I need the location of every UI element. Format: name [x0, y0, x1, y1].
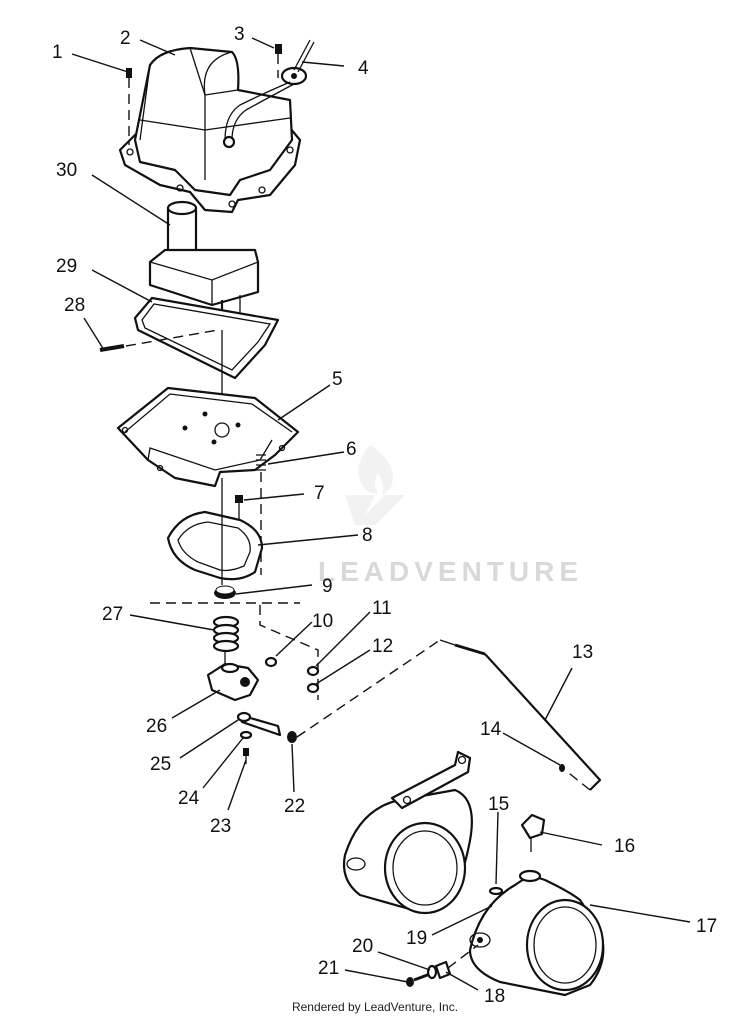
callout-6: 6: [346, 439, 357, 460]
callout-14: 14: [480, 719, 502, 740]
callout-22: 22: [284, 796, 305, 817]
part-10-nut: [264, 656, 278, 668]
throttle-body-alt: [342, 750, 473, 915]
callout-23: 23: [210, 816, 231, 837]
part-30-actuator: [148, 200, 260, 330]
part-25-arm: [236, 711, 282, 737]
callout-8: 8: [362, 525, 373, 546]
part-27-spring: [212, 615, 240, 653]
part-20-washer: [426, 964, 438, 980]
callout-2: 2: [120, 28, 131, 49]
part-29-gasket: [133, 296, 280, 395]
callout-13: 13: [572, 642, 593, 663]
part-7-screw: [235, 495, 243, 520]
part-8-gasket: [166, 478, 264, 585]
callout-4: 4: [358, 58, 369, 79]
part-24-washer: [239, 730, 253, 740]
part-21-screw: [406, 972, 431, 987]
callout-10: 10: [312, 611, 333, 632]
callout-26: 26: [146, 716, 167, 737]
part-13-rod: [296, 639, 602, 791]
callout-21: 21: [318, 958, 339, 979]
callout-12: 12: [372, 636, 393, 657]
callout-7: 7: [314, 483, 325, 504]
part-3-screw: [275, 44, 282, 78]
part-12-nut: [306, 682, 320, 694]
callout-20: 20: [352, 936, 373, 957]
part-2-cover: [118, 46, 302, 214]
callout-25: 25: [150, 754, 171, 775]
part-22-clip: [287, 731, 297, 743]
part-17-throttle-body: [468, 869, 605, 997]
callout-28: 28: [64, 295, 85, 316]
part-9-gear: [150, 585, 300, 604]
part-6-spring: [256, 454, 266, 575]
callout-11: 11: [372, 598, 392, 619]
callout-9: 9: [322, 576, 333, 597]
part-15-washer: [488, 886, 504, 896]
watermark-logo: [345, 445, 405, 525]
callout-18: 18: [484, 986, 505, 1007]
part-1-screw: [126, 68, 132, 145]
callout-27: 27: [102, 604, 123, 625]
callout-17: 17: [696, 916, 717, 937]
callout-16: 16: [614, 836, 635, 857]
callout-30: 30: [56, 160, 77, 181]
callout-1: 1: [52, 42, 63, 63]
callout-3: 3: [234, 24, 245, 45]
part-18-bushing: [434, 960, 452, 980]
part-16-swivel: [520, 813, 546, 852]
part-11-washer: [306, 665, 320, 677]
callout-5: 5: [332, 369, 343, 390]
part-14-clip: [559, 764, 565, 772]
callout-19: 19: [406, 928, 427, 949]
watermark-text: LEADVENTURE: [318, 556, 583, 587]
callout-29: 29: [56, 256, 77, 277]
part-4-grommet: [222, 39, 315, 149]
callout-24: 24: [178, 788, 200, 809]
part-5-base-plate: [116, 386, 300, 488]
footer-credit: Rendered by LeadVenture, Inc.: [291, 1000, 459, 1014]
callout-15: 15: [488, 794, 509, 815]
callout-numbers: 1 2 3 4 5 6 7 8 9 10 11 12 13 14 15 16 1…: [52, 24, 717, 1007]
leader-lines: [71, 37, 691, 991]
